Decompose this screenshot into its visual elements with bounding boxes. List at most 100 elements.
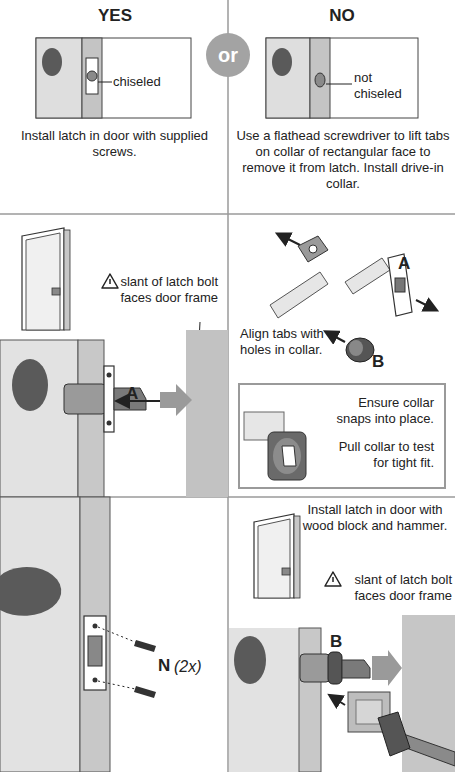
collar-detail-part [273,438,301,474]
warning-icon [325,572,341,586]
callout-letter: B [372,352,392,372]
quantity-text: (2x) [174,657,214,676]
latch-install-screws-part [104,366,114,432]
door-icon-part [26,233,60,330]
unchiseled-door-edge-part [326,84,352,85]
door-icon-part [258,519,290,598]
node-text: Ensure collar snaps into place. [332,395,434,427]
collar-detail-part [268,432,306,480]
column-heading: NO [292,6,392,26]
note-box: Ensure collar snaps into place. Pull coll… [238,383,446,489]
latch-install-screws-part [12,359,48,411]
latch-parts-exploded-part [416,300,432,308]
latch-screw-mounting-part [134,640,156,652]
door-icon-part [282,568,290,575]
latch-parts-exploded-part [309,245,317,253]
instruction-text: Install latch in door with supplied scre… [12,128,217,160]
latch-install-screws-part [107,421,112,426]
node-text-group: Ensure collar snaps into place. Pull coll… [332,395,434,471]
collar-detail-part [282,446,296,466]
chiseled-door-edge-part [82,38,102,118]
unchiseled-door-edge [266,38,418,118]
callout-letter: B [330,632,350,652]
chiseled-door-edge-part [42,48,62,76]
latch-install-screws-part [78,340,104,497]
instruction-text: Use a flathead screwdriver to lift tabs … [236,128,450,192]
latch-parts-exploded-part [330,334,345,342]
door-icon-part [254,514,294,598]
collar-detail [244,412,306,480]
column-heading: YES [65,6,165,26]
latch-install-screws-part [186,330,228,497]
door-icon [254,514,300,598]
warning-icon-part [325,572,341,586]
unchiseled-door-edge-part [266,38,418,118]
latch-install-hammer-part [356,700,382,724]
latch-install-screws-part [0,340,78,497]
latch-install-hammer-part [334,698,345,705]
latch-screw-mounting-part [80,497,110,772]
warning-text: slant of latch bolt faces door frame [342,572,452,604]
latch-screw-mounting-part [84,616,106,690]
warning-icon [102,274,118,288]
latch-install-hammer [229,615,455,772]
node-text-group: or [218,44,238,67]
door-icon-part [294,516,300,598]
instruction-text: Align tabs with holes in collar. [240,326,345,358]
latch-install-hammer-part [229,628,299,772]
door-icon-part [64,230,70,330]
callout-text: not chiseled [354,70,414,102]
latch-screw-mounting [0,497,156,772]
latch-install-hammer-part [328,652,342,684]
callout-letter: A [398,254,418,274]
door-icon-part [22,228,64,330]
latch-parts-exploded-part [346,338,374,362]
chiseled-door-edge-part [36,38,82,118]
warning-icon-part [332,577,334,582]
latch-screw-mounting-part [88,636,102,666]
latch-install-screws-part [160,384,192,416]
latch-screw-mounting-part [93,624,98,629]
node-text: Pull collar to test for tight fit. [332,439,434,471]
or-circle: or [206,33,250,77]
door-icon-part [52,288,60,295]
latch-parts-exploded-part [270,272,328,318]
latch-install-hammer-part [299,628,321,772]
warning-icon-part [109,279,111,284]
latch-screw-mounting-part [0,497,80,772]
latch-install-hammer-part [378,712,410,756]
latch-install-hammer-part [300,654,330,682]
latch-screw-mounting-part [93,678,98,683]
chiseled-door-edge-part [98,82,112,83]
latch-install-hammer-part [372,650,402,686]
unchiseled-door-edge-part [266,38,310,118]
callout-letter: A [126,384,146,404]
warning-icon-part [102,274,118,288]
callout-letter: N [158,656,174,676]
latch-screw-mounting-part [134,686,156,698]
unchiseled-door-edge-part [310,38,330,118]
door-icon [22,228,70,330]
latch-screw-mounting-part [98,681,140,690]
unchiseled-door-edge-part [272,48,292,76]
chiseled-door-edge-part [86,58,98,94]
latch-parts-exploded-part [395,278,405,292]
latch-install-screws-part [64,384,106,414]
node-text: or [218,44,238,67]
latch-screw-mounting-part [0,567,61,616]
warning-text: slant of latch bolt faces door frame [118,274,218,306]
instruction-text: Install latch in door with wood block an… [300,502,450,534]
unchiseled-door-edge-part [315,73,325,87]
latch-parts-exploded-part [349,340,363,356]
panel-grid-part [0,213,455,215]
latch-install-screws [0,330,228,497]
latch-parts-exploded-part [345,258,390,294]
callout-text: chiseled [113,74,193,90]
latch-parts-exploded-part [298,236,328,262]
latch-install-screws-part [107,373,112,378]
latch-parts-exploded-part [282,236,300,245]
chiseled-door-edge-part [87,71,97,81]
latch-screw-mounting-part [98,627,140,644]
